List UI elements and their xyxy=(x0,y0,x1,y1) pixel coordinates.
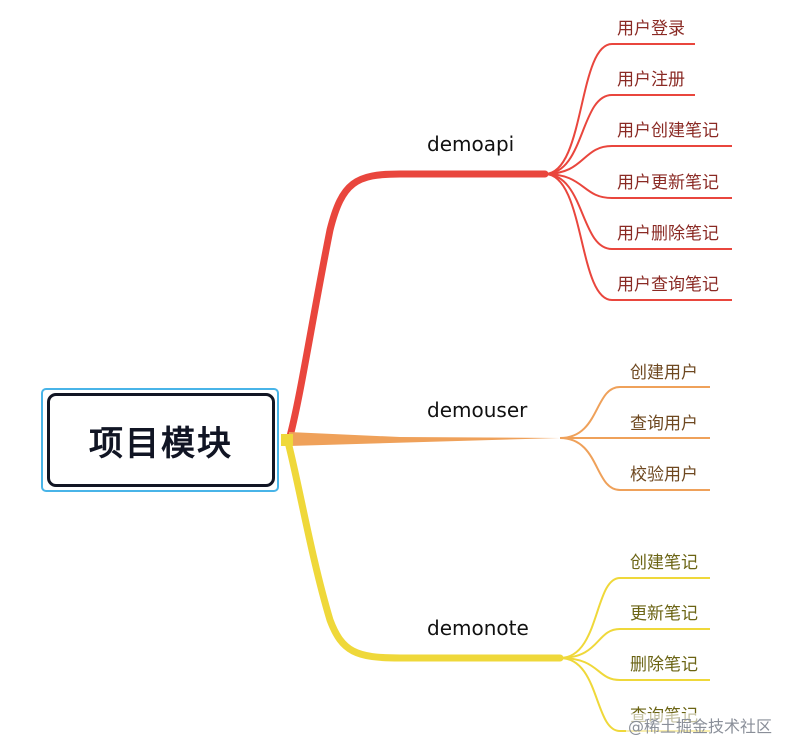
demouser-leaf-lines xyxy=(559,386,710,491)
branch-demonote[interactable]: demonote xyxy=(427,616,529,640)
leaf-user-register[interactable]: 用户注册 xyxy=(617,70,685,90)
demonote-leaf-lines xyxy=(559,577,710,732)
leaf-user-query-note[interactable]: 用户查询笔记 xyxy=(617,275,719,295)
leaf-create-user[interactable]: 创建用户 xyxy=(630,363,698,383)
leaf-update-note[interactable]: 更新笔记 xyxy=(630,604,698,624)
leaf-validate-user[interactable]: 校验用户 xyxy=(630,465,698,485)
demoapi-leaf-lines xyxy=(544,43,732,301)
leaf-user-update-note[interactable]: 用户更新笔记 xyxy=(617,173,719,193)
watermark: @稀土掘金技术社区 xyxy=(626,713,775,737)
leaf-create-note[interactable]: 创建笔记 xyxy=(630,553,698,573)
trunk-demouser xyxy=(289,432,560,446)
root-joint xyxy=(281,434,293,446)
leaf-user-login[interactable]: 用户登录 xyxy=(617,19,685,39)
root-label: 项目模块 xyxy=(89,423,233,464)
leaf-delete-note[interactable]: 删除笔记 xyxy=(630,655,698,675)
trunk-demonote xyxy=(285,442,564,662)
root-node[interactable]: 项目模块 xyxy=(47,393,275,487)
leaf-user-delete-note[interactable]: 用户删除笔记 xyxy=(617,224,719,244)
branch-demoapi[interactable]: demoapi xyxy=(427,132,515,156)
branch-demouser[interactable]: demouser xyxy=(427,398,528,422)
leaf-user-create-note[interactable]: 用户创建笔记 xyxy=(617,121,719,141)
leaf-query-user[interactable]: 查询用户 xyxy=(630,414,698,434)
trunk-demoapi xyxy=(285,170,549,444)
